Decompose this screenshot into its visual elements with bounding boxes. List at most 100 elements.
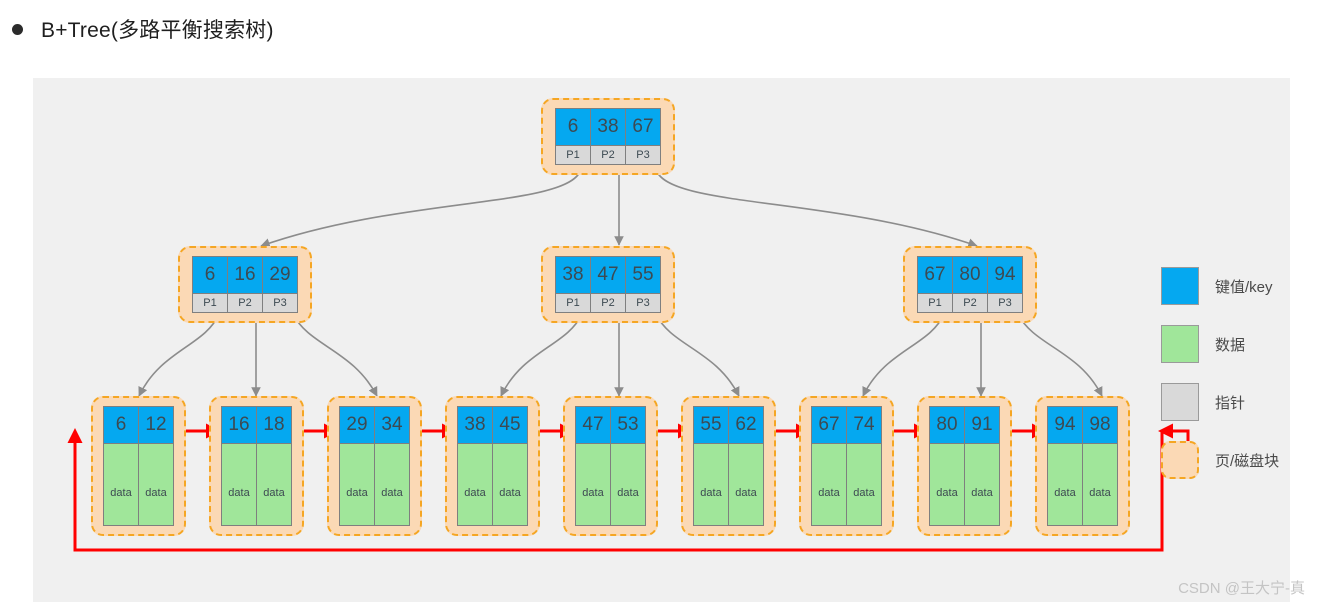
leaf-key[interactable]: 29	[339, 406, 375, 444]
root-key[interactable]: 6	[555, 108, 591, 146]
internal-key[interactable]: 80	[952, 256, 988, 294]
leaf-data[interactable]: data	[846, 444, 882, 526]
leaf-data[interactable]: data	[929, 444, 965, 526]
internal-node-2[interactable]: 38 47 55 P1 P2 P3	[541, 246, 675, 323]
leaf-node-9[interactable]: 94 data 98 data	[1035, 396, 1130, 536]
root-pointer[interactable]: P3	[625, 146, 661, 165]
root-pointer[interactable]: P1	[555, 146, 591, 165]
leaf-key[interactable]: 67	[811, 406, 847, 444]
leaf-node-6[interactable]: 55 data 62 data	[681, 396, 776, 536]
leaf-node-1[interactable]: 6 data 12 data	[91, 396, 186, 536]
leaf-cell[interactable]: 94 data	[1047, 406, 1083, 526]
internal-key[interactable]: 47	[590, 256, 626, 294]
root-key[interactable]: 67	[625, 108, 661, 146]
leaf-data[interactable]: data	[457, 444, 493, 526]
leaf-cell[interactable]: 18 data	[256, 406, 292, 526]
leaf-key[interactable]: 16	[221, 406, 257, 444]
root-key-row: 6 38 67	[555, 108, 661, 146]
watermark: CSDN @王大宁-真	[1178, 580, 1305, 597]
leaf-cell[interactable]: 38 data	[457, 406, 493, 526]
leaf-cell[interactable]: 34 data	[374, 406, 410, 526]
leaf-data[interactable]: data	[256, 444, 292, 526]
leaf-cell[interactable]: 91 data	[964, 406, 1000, 526]
leaf-data[interactable]: data	[374, 444, 410, 526]
leaf-key[interactable]: 12	[138, 406, 174, 444]
leaf-node-3[interactable]: 29 data 34 data	[327, 396, 422, 536]
root-pointer[interactable]: P2	[590, 146, 626, 165]
leaf-node-7[interactable]: 67 data 74 data	[799, 396, 894, 536]
internal-to-leaf-links	[138, 313, 1103, 397]
leaf-data[interactable]: data	[575, 444, 611, 526]
leaf-data[interactable]: data	[138, 444, 174, 526]
leaf-data[interactable]: data	[339, 444, 375, 526]
leaf-cell[interactable]: 98 data	[1082, 406, 1118, 526]
internal-pointer[interactable]: P1	[555, 294, 591, 313]
internal-key[interactable]: 55	[625, 256, 661, 294]
leaf-key[interactable]: 74	[846, 406, 882, 444]
leaf-data[interactable]: data	[610, 444, 646, 526]
leaf-data[interactable]: data	[728, 444, 764, 526]
leaf-cell[interactable]: 6 data	[103, 406, 139, 526]
internal-pointer[interactable]: P3	[262, 294, 298, 313]
leaf-key[interactable]: 45	[492, 406, 528, 444]
leaf-data[interactable]: data	[1047, 444, 1083, 526]
leaf-node-8[interactable]: 80 data 91 data	[917, 396, 1012, 536]
internal-key[interactable]: 6	[192, 256, 228, 294]
root-node[interactable]: 6 38 67 P1 P2 P3	[541, 98, 675, 175]
internal-pointer[interactable]: P2	[952, 294, 988, 313]
leaf-key[interactable]: 47	[575, 406, 611, 444]
page-title-row: B+Tree(多路平衡搜索树)	[0, 0, 1323, 58]
leaf-cell[interactable]: 55 data	[693, 406, 729, 526]
internal-pointer[interactable]: P1	[192, 294, 228, 313]
legend-item-page: 页/磁盘块	[1161, 431, 1311, 489]
leaf-key[interactable]: 98	[1082, 406, 1118, 444]
legend-item-data: 数据	[1161, 315, 1311, 373]
internal-key[interactable]: 94	[987, 256, 1023, 294]
leaf-cell[interactable]: 47 data	[575, 406, 611, 526]
leaf-data[interactable]: data	[964, 444, 1000, 526]
leaf-cell[interactable]: 16 data	[221, 406, 257, 526]
leaf-key[interactable]: 38	[457, 406, 493, 444]
leaf-cell[interactable]: 12 data	[138, 406, 174, 526]
leaf-cell[interactable]: 80 data	[929, 406, 965, 526]
internal-node-3[interactable]: 67 80 94 P1 P2 P3	[903, 246, 1037, 323]
leaf-node-2[interactable]: 16 data 18 data	[209, 396, 304, 536]
key-swatch-icon	[1161, 267, 1199, 305]
internal-key[interactable]: 29	[262, 256, 298, 294]
leaf-data[interactable]: data	[693, 444, 729, 526]
leaf-cell[interactable]: 74 data	[846, 406, 882, 526]
leaf-key[interactable]: 53	[610, 406, 646, 444]
internal-pointer[interactable]: P3	[625, 294, 661, 313]
internal-pointer[interactable]: P2	[227, 294, 263, 313]
leaf-data[interactable]: data	[492, 444, 528, 526]
internal-key-row: 6 16 29	[192, 256, 298, 294]
internal-pointer[interactable]: P2	[590, 294, 626, 313]
internal-pointer[interactable]: P1	[917, 294, 953, 313]
leaf-node-4[interactable]: 38 data 45 data	[445, 396, 540, 536]
internal-key[interactable]: 38	[555, 256, 591, 294]
leaf-key[interactable]: 94	[1047, 406, 1083, 444]
leaf-key[interactable]: 55	[693, 406, 729, 444]
leaf-key[interactable]: 91	[964, 406, 1000, 444]
root-key[interactable]: 38	[590, 108, 626, 146]
leaf-key[interactable]: 80	[929, 406, 965, 444]
internal-node-1[interactable]: 6 16 29 P1 P2 P3	[178, 246, 312, 323]
leaf-key[interactable]: 6	[103, 406, 139, 444]
leaf-cell[interactable]: 62 data	[728, 406, 764, 526]
leaf-cell[interactable]: 29 data	[339, 406, 375, 526]
leaf-data[interactable]: data	[1082, 444, 1118, 526]
leaf-cell[interactable]: 67 data	[811, 406, 847, 526]
leaf-cell[interactable]: 53 data	[610, 406, 646, 526]
leaf-data[interactable]: data	[103, 444, 139, 526]
leaf-key[interactable]: 18	[256, 406, 292, 444]
leaf-key[interactable]: 62	[728, 406, 764, 444]
leaf-key[interactable]: 34	[374, 406, 410, 444]
internal-key-row: 67 80 94	[917, 256, 1023, 294]
internal-key[interactable]: 16	[227, 256, 263, 294]
leaf-node-5[interactable]: 47 data 53 data	[563, 396, 658, 536]
internal-key[interactable]: 67	[917, 256, 953, 294]
leaf-data[interactable]: data	[221, 444, 257, 526]
leaf-data[interactable]: data	[811, 444, 847, 526]
internal-pointer[interactable]: P3	[987, 294, 1023, 313]
leaf-cell[interactable]: 45 data	[492, 406, 528, 526]
